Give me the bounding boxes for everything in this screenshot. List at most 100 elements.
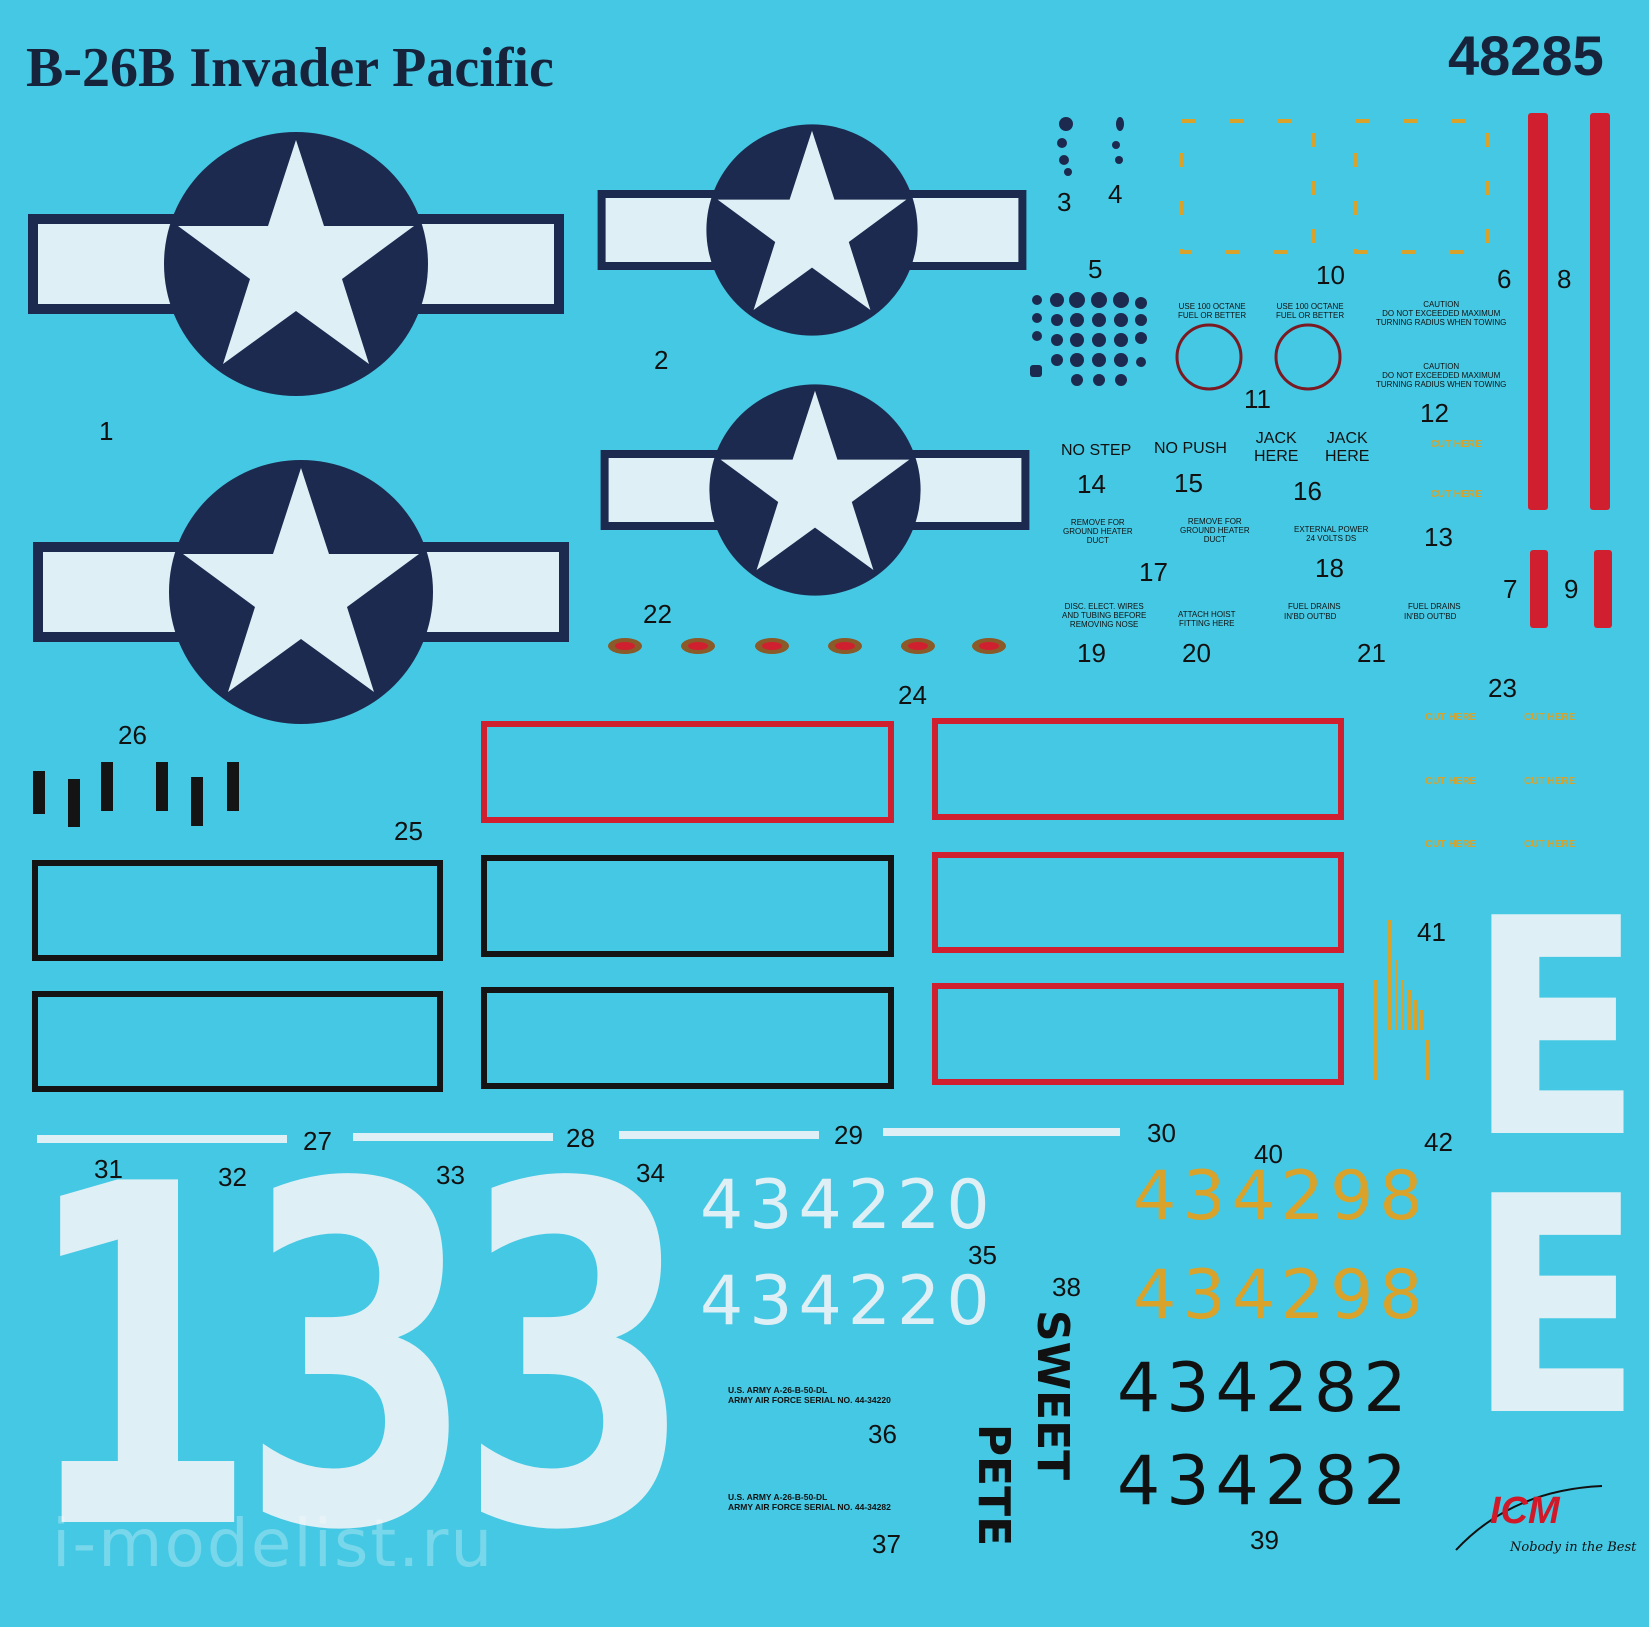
fuel-drains-stencil-a: FUEL DRAINS bbox=[1288, 602, 1341, 611]
decal-number-9: 9 bbox=[1564, 574, 1579, 604]
data-block-36: U.S. ARMY A-26-B-50-DL ARMY AIR FORCE SE… bbox=[728, 1385, 891, 1405]
decal-number-37: 37 bbox=[872, 1529, 901, 1559]
icm-logo-swoosh bbox=[1455, 1485, 1603, 1551]
decal-number-22: 22 bbox=[643, 599, 672, 629]
decal-number-2: 2 bbox=[654, 345, 669, 375]
jack-here-stencil-b: JACK HERE bbox=[1325, 430, 1370, 465]
sheet-title: B-26B Invader Pacific bbox=[26, 37, 554, 99]
jack-here-stencil-a: JACK HERE bbox=[1254, 430, 1299, 465]
decal-number-28: 28 bbox=[566, 1123, 595, 1153]
decal-number-8: 8 bbox=[1557, 264, 1572, 294]
disc-wires-stencil: DISC. ELECT. WIRES AND TUBING BEFORE REM… bbox=[1062, 602, 1147, 630]
decal-number-38: 38 bbox=[1052, 1272, 1081, 1302]
decal-number-21: 21 bbox=[1357, 638, 1386, 668]
decal-number-13: 13 bbox=[1424, 522, 1453, 552]
serial-black-b: 434282 bbox=[1117, 1442, 1413, 1521]
attach-hoist-stencil: ATTACH HOIST FITTING HERE bbox=[1178, 610, 1236, 629]
catalog-number: 48285 bbox=[1448, 24, 1604, 87]
boxes-25 bbox=[32, 852, 1344, 1092]
white-lines-27-30 bbox=[37, 1128, 1120, 1143]
tail-number-133: 133 bbox=[22, 1086, 694, 1627]
decal-number-14: 14 bbox=[1077, 469, 1106, 499]
decal-number-41: 41 bbox=[1417, 917, 1446, 947]
roundel-1-upper bbox=[28, 132, 564, 396]
decal-number-4: 4 bbox=[1108, 179, 1123, 209]
icm-slogan: Nobody in the Best bbox=[1510, 1540, 1637, 1555]
decal-number-1: 1 bbox=[99, 416, 114, 446]
dashed-frames-10 bbox=[1179, 119, 1490, 254]
yellow-stencil-23-e: CUT HERE bbox=[1425, 839, 1477, 850]
decal-number-32: 32 bbox=[218, 1162, 247, 1192]
decal-number-34: 34 bbox=[636, 1158, 665, 1188]
roundel-1-lower bbox=[33, 460, 569, 724]
black-bars-26 bbox=[33, 762, 239, 827]
data-block-37: U.S. ARMY A-26-B-50-DL ARMY AIR FORCE SE… bbox=[728, 1492, 891, 1512]
decal-number-33: 33 bbox=[436, 1160, 465, 1190]
decal-number-7: 7 bbox=[1503, 574, 1518, 604]
decal-number-11: 11 bbox=[1244, 384, 1271, 414]
data-block-37-line2: ARMY AIR FORCE SERIAL NO. 44-34282 bbox=[728, 1502, 891, 1513]
decal-number-20: 20 bbox=[1182, 638, 1211, 668]
decal-number-10: 10 bbox=[1316, 260, 1345, 290]
decal-number-12: 12 bbox=[1420, 398, 1449, 428]
decal-number-36: 36 bbox=[868, 1419, 897, 1449]
decal-number-30: 30 bbox=[1147, 1118, 1176, 1148]
decal-number-6: 6 bbox=[1497, 264, 1512, 294]
code-letter-e-upper: E bbox=[1468, 855, 1643, 1204]
decal-number-19: 19 bbox=[1077, 638, 1106, 668]
nose-art-pete: PETE bbox=[968, 1423, 1020, 1547]
roundel-2-upper bbox=[597, 124, 1027, 336]
fuel-drains-stencil-b: FUEL DRAINS bbox=[1408, 602, 1461, 611]
decal-number-25: 25 bbox=[394, 816, 423, 846]
tiny-gauge-set-3 bbox=[1057, 117, 1073, 176]
data-block-37-line1: U.S. ARMY A-26-B-50-DL bbox=[728, 1492, 828, 1502]
watermark: i-modelist.ru bbox=[52, 1505, 495, 1582]
octane-rings-11 bbox=[1175, 323, 1342, 391]
instrument-panel-5 bbox=[1030, 292, 1147, 386]
decal-number-40: 40 bbox=[1254, 1139, 1283, 1169]
decal-number-17: 17 bbox=[1139, 557, 1168, 587]
yellow-stencil-23-b: CUT HERE bbox=[1524, 712, 1576, 723]
tiny-gauge-set-4 bbox=[1112, 117, 1124, 164]
data-block-36-line2: ARMY AIR FORCE SERIAL NO. 44-34220 bbox=[728, 1395, 891, 1406]
yellow-stencil-23-a: CUT HERE bbox=[1425, 712, 1477, 723]
serial-black-a: 434282 bbox=[1117, 1349, 1413, 1428]
caution-stencil-a: CAUTION DO NOT EXCEEDED MAXIMUM TURNING … bbox=[1376, 300, 1507, 328]
yellow-stencil-23-c: CUT HERE bbox=[1425, 776, 1477, 787]
yellow-stencil-23-d: CUT HERE bbox=[1524, 776, 1576, 787]
decal-number-26: 26 bbox=[118, 720, 147, 750]
cut-here-13-a: CUT HERE bbox=[1430, 439, 1482, 450]
small-badges-22 bbox=[608, 638, 1006, 654]
red-stripes-6-9 bbox=[1528, 113, 1612, 628]
data-block-36-line1: U.S. ARMY A-26-B-50-DL bbox=[728, 1385, 828, 1395]
decal-number-29: 29 bbox=[834, 1120, 863, 1150]
no-push-stencil: NO PUSH bbox=[1154, 440, 1227, 457]
decal-number-27: 27 bbox=[303, 1126, 332, 1156]
decal-number-42: 42 bbox=[1424, 1127, 1453, 1157]
yellow-stencil-41 bbox=[1374, 920, 1429, 1080]
serial-yellow-a: 434298 bbox=[1133, 1157, 1429, 1236]
decal-number-16: 16 bbox=[1293, 476, 1322, 506]
yellow-stencil-23-f: CUT HERE bbox=[1524, 839, 1576, 850]
decal-number-24: 24 bbox=[898, 680, 927, 710]
serial-white-a: 434220 bbox=[700, 1166, 996, 1245]
fuel-octane-stencil-b: USE 100 OCTANE FUEL OR BETTER bbox=[1276, 302, 1345, 321]
remove-heater-stencil-a: REMOVE FOR GROUND HEATER DUCT bbox=[1063, 518, 1133, 546]
decal-number-3: 3 bbox=[1057, 187, 1072, 217]
no-step-stencil: NO STEP bbox=[1061, 442, 1132, 459]
external-power-stencil: EXTERNAL POWER 24 VOLTS DS bbox=[1294, 525, 1369, 544]
decal-number-15: 15 bbox=[1174, 468, 1203, 498]
fuel-drains-dirs-b: IN'BD OUT'BD bbox=[1404, 612, 1457, 621]
decal-number-5: 5 bbox=[1088, 254, 1103, 284]
icm-logo: ICM bbox=[1490, 1490, 1560, 1532]
fuel-octane-stencil-a: USE 100 OCTANE FUEL OR BETTER bbox=[1178, 302, 1247, 321]
cut-here-13-b: CUT HERE bbox=[1430, 489, 1482, 500]
remove-heater-stencil-b: REMOVE FOR GROUND HEATER DUCT bbox=[1180, 517, 1250, 545]
serial-white-b: 434220 bbox=[700, 1262, 996, 1341]
decal-number-39: 39 bbox=[1250, 1525, 1279, 1555]
code-letter-e-lower: E bbox=[1468, 1133, 1643, 1482]
red-boxes-24 bbox=[481, 718, 1344, 823]
fuel-drains-dirs-a: IN'BD OUT'BD bbox=[1284, 612, 1337, 621]
